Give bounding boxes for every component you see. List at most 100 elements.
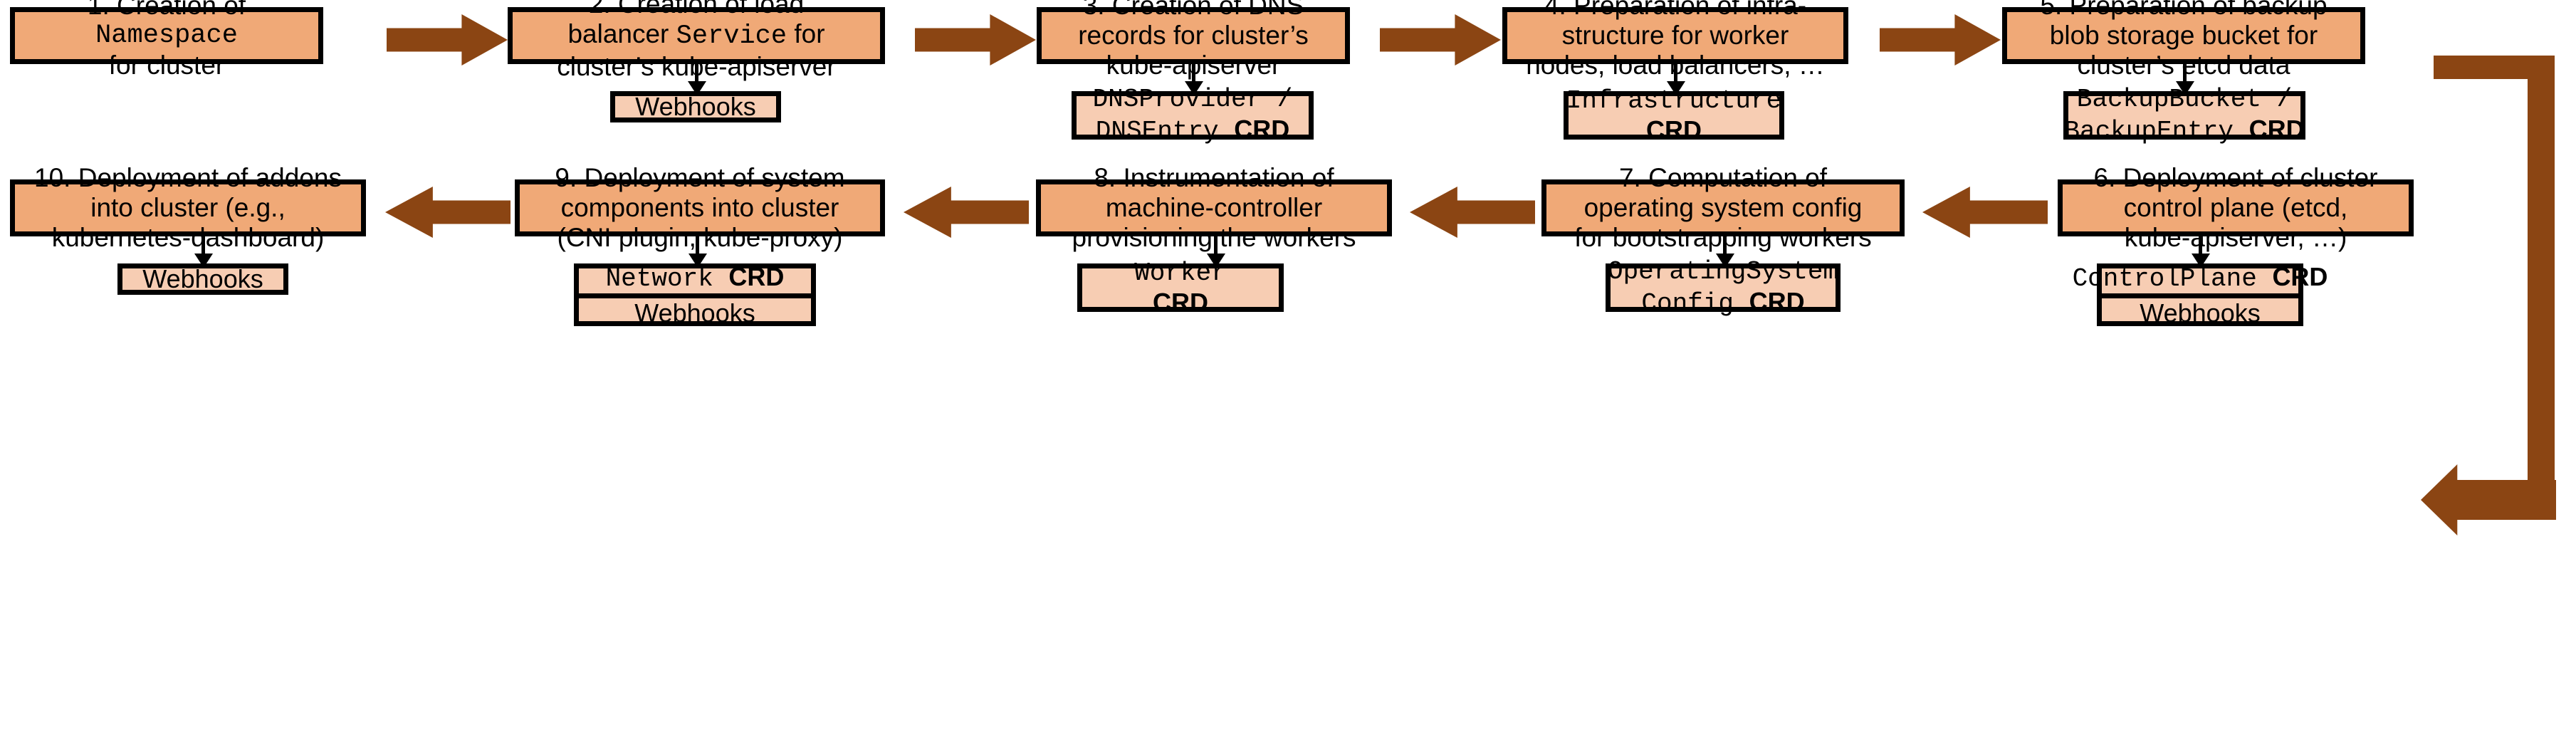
step-1-line-2: Namespace xyxy=(95,20,238,51)
artifact-5-crd: CRD xyxy=(2248,114,2305,144)
connector-step-9-to-network-crd xyxy=(696,236,699,254)
arrow-step-2-to-3 xyxy=(915,14,1036,66)
artifact-cell: Worker CRD xyxy=(1082,258,1279,317)
step-6-line-1: 6. Deployment of cluster xyxy=(2093,162,2378,192)
arrow-step-4-to-5 xyxy=(1880,14,2001,66)
artifact-3-line-2: DNSEntry CRD xyxy=(1096,115,1289,146)
step-7-line-2: operating system config xyxy=(1583,192,1863,222)
artifact-cell-network-crd: Network CRD xyxy=(579,262,811,293)
step-10-line-3: kubernetes-dashboard) xyxy=(51,223,325,253)
artifact-node-6-controlplane-crd[interactable]: ControlPlane CRD Webhooks xyxy=(2073,262,2328,328)
artifact-cell: BackupBucket / BackupEntry CRD xyxy=(2064,85,2304,145)
step-node-4[interactable]: 4. Preparation of infra- structure for w… xyxy=(1502,0,1848,80)
step-4-line-2: structure for worker xyxy=(1561,20,1789,50)
step-8-line-1: 8. Instrumentation of xyxy=(1094,162,1334,192)
step-9-line-2: components into cluster xyxy=(560,192,839,222)
artifact-7-config: Config xyxy=(1641,288,1749,318)
artifact-3-line-1: DNSProvider / xyxy=(1092,85,1293,115)
step-2-line-2: balancer Service for xyxy=(567,19,824,51)
artifact-7-line-2: Config CRD xyxy=(1641,287,1804,318)
artifact-node-5-backup-crd[interactable]: BackupBucket / BackupEntry CRD xyxy=(2063,85,2305,146)
step-1-line-3: for cluster xyxy=(108,51,225,80)
step-2-line-2-service: Service xyxy=(676,21,787,52)
connector-step-2-to-webhooks xyxy=(695,64,698,82)
arrow-step-8-to-9 xyxy=(904,187,1029,238)
artifact-4-line-1: Infrastructure xyxy=(1566,85,1782,115)
step-node-8[interactable]: 8. Instrumentation of machine-controller… xyxy=(1036,163,1392,252)
artifact-cell: DNSProvider / DNSEntry CRD xyxy=(1077,85,1309,145)
artifact-9-crd: CRD xyxy=(728,261,785,291)
step-2-line-2-c: for xyxy=(787,19,825,49)
artifact-3-dnsentry: DNSEntry xyxy=(1095,116,1235,146)
artifact-5-line-2: BackupEntry CRD xyxy=(2064,115,2304,146)
artifact-node-10-webhooks[interactable]: Webhooks xyxy=(117,263,288,295)
step-6-line-2: control plane (etcd, xyxy=(2123,192,2348,222)
step-node-10[interactable]: 10. Deployment of addons into cluster (e… xyxy=(10,163,366,252)
connector-step-5-to-backup-crd xyxy=(2183,64,2187,82)
step-10-line-1: 10. Deployment of addons xyxy=(34,162,342,192)
artifact-cell: Infrastructure CRD xyxy=(1566,85,1782,145)
artifact-3-crd: CRD xyxy=(1234,114,1290,144)
step-3-line-1: 3. Creation of DNS xyxy=(1082,0,1304,20)
step-2-line-2-a: balancer xyxy=(567,19,676,49)
arrow-step-1-to-2 xyxy=(387,14,508,66)
artifact-6-controlplane: ControlPlane xyxy=(2072,263,2273,293)
artifact-9-network: Network xyxy=(605,263,729,293)
step-5-line-2: blob storage bucket for xyxy=(2049,20,2318,50)
artifact-5-backupentry: BackupEntry xyxy=(2064,116,2249,146)
step-node-7[interactable]: 7. Computation of operating system confi… xyxy=(1541,163,1905,252)
artifact-node-3-dns-crd[interactable]: DNSProvider / DNSEntry CRD xyxy=(1072,85,1314,146)
artifact-node-2-webhooks[interactable]: Webhooks xyxy=(610,91,781,122)
connector-step-6-to-controlplane-crd xyxy=(2199,236,2202,254)
connector-step-7-to-osc-crd xyxy=(1723,236,1727,254)
artifact-4-line-2: CRD xyxy=(1646,115,1702,145)
step-9-line-1: 9. Deployment of system xyxy=(555,162,845,192)
artifact-cell-webhooks: Webhooks xyxy=(2102,293,2298,328)
artifact-cell: Webhooks xyxy=(122,264,283,293)
artifact-5-line-1: BackupBucket / xyxy=(2076,85,2293,115)
artifact-6-line-1: ControlPlane CRD xyxy=(2073,262,2328,293)
step-5-line-1: 5. Preparation of backup xyxy=(2040,0,2328,20)
step-node-6[interactable]: 6. Deployment of cluster control plane (… xyxy=(2058,163,2414,252)
artifact-node-9-network-crd[interactable]: Network CRD Webhooks xyxy=(574,262,816,328)
connector-step-8-to-worker-crd xyxy=(1214,236,1218,254)
artifact-node-7-operatingsystemconfig-crd[interactable]: OperatingSystem Config CRD xyxy=(1606,257,1841,318)
step-node-1[interactable]: 1. Creation of Namespace for cluster xyxy=(10,0,323,80)
arrow-step-5-to-6-stem xyxy=(2528,56,2555,501)
arrow-step-9-to-10 xyxy=(385,187,511,238)
step-7-line-1: 7. Computation of xyxy=(1618,162,1828,192)
connector-step-10-to-webhooks xyxy=(201,236,205,254)
artifact-8-line-1: Worker xyxy=(1134,258,1227,288)
connector-step-4-to-infrastructure-crd xyxy=(1674,64,1677,82)
step-node-5[interactable]: 5. Preparation of backup blob storage bu… xyxy=(2002,0,2365,80)
artifact-cell-controlplane-crd: ControlPlane CRD xyxy=(2073,262,2328,293)
step-4-line-1: 4. Preparation of infra- xyxy=(1544,0,1807,20)
artifact-2-webhooks-label: Webhooks xyxy=(635,92,756,122)
artifact-9-webhooks-label: Webhooks xyxy=(634,298,755,328)
step-8-line-2: machine-controller xyxy=(1105,192,1323,222)
artifact-cell: OperatingSystem Config CRD xyxy=(1607,257,1839,318)
step-3-line-2: records for cluster’s xyxy=(1078,20,1309,50)
step-node-9[interactable]: 9. Deployment of system components into … xyxy=(515,163,885,252)
arrow-step-7-to-8 xyxy=(1410,187,1535,238)
artifact-10-webhooks-label: Webhooks xyxy=(142,264,263,294)
artifact-8-line-2: CRD xyxy=(1153,288,1208,317)
artifact-node-4-infrastructure-crd[interactable]: Infrastructure CRD xyxy=(1564,86,1784,145)
step-6-line-3: kube-apiserver, …) xyxy=(2124,223,2347,253)
arrow-step-3-to-4 xyxy=(1380,14,1501,66)
step-node-3[interactable]: 3. Creation of DNS records for cluster’s… xyxy=(1037,0,1350,80)
artifact-cell-webhooks: Webhooks xyxy=(579,293,811,328)
step-9-line-3: (CNI plugin, kube-proxy) xyxy=(557,223,843,253)
step-1-line-1: 1. Creation of xyxy=(87,0,246,20)
artifact-7-line-1: OperatingSystem xyxy=(1607,257,1839,287)
artifact-node-8-worker-crd[interactable]: Worker CRD xyxy=(1077,258,1284,317)
step-2-line-1: 2. Creation of load xyxy=(588,0,805,19)
artifact-9-line-1: Network CRD xyxy=(606,262,785,293)
arrow-step-6-to-7 xyxy=(1922,187,2048,238)
connector-step-3-to-dns-crd xyxy=(1192,64,1195,82)
artifact-6-webhooks-label: Webhooks xyxy=(2140,298,2261,328)
artifact-6-crd: CRD xyxy=(2272,261,2328,291)
step-10-line-2: into cluster (e.g., xyxy=(90,192,286,222)
artifact-7-crd: CRD xyxy=(1749,286,1805,316)
step-node-2[interactable]: 2. Creation of load balancer Service for… xyxy=(508,0,885,81)
